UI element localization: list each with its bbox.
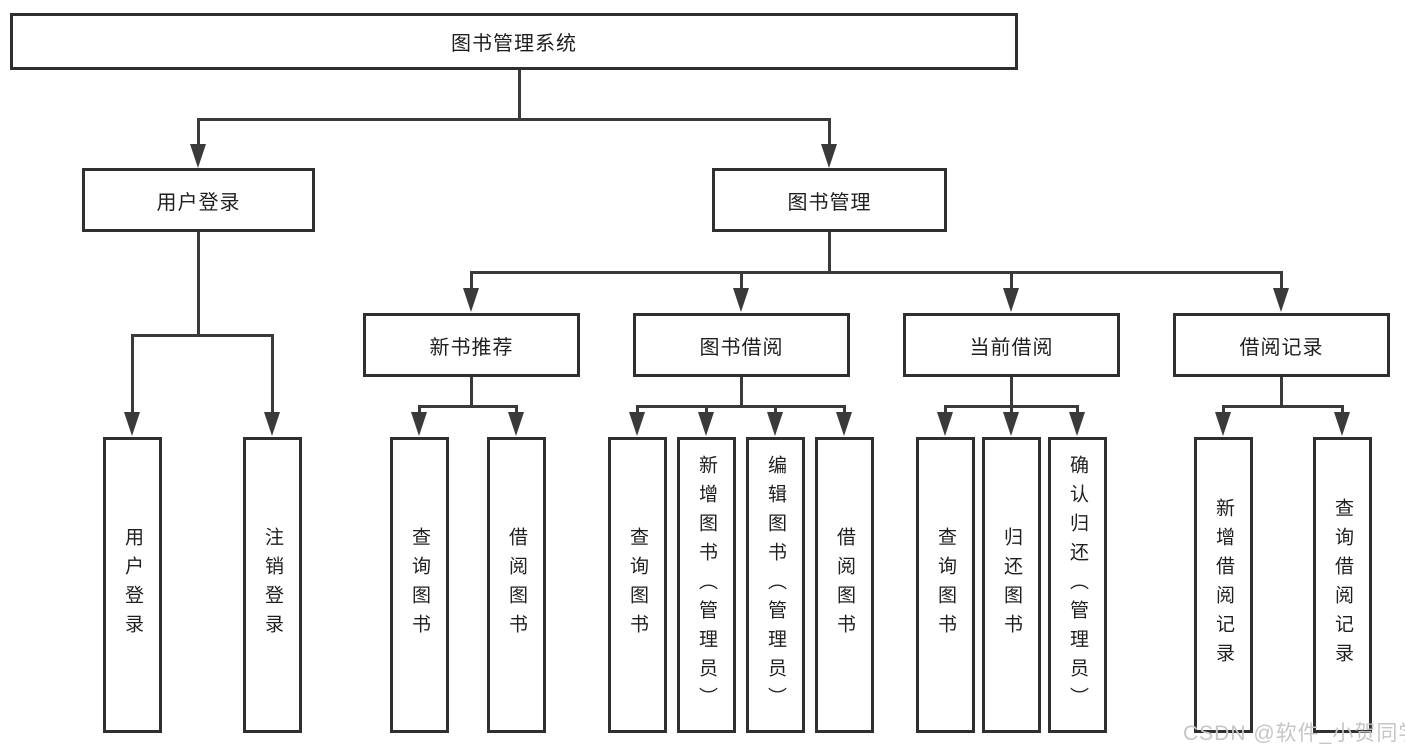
leaf-label: 借阅图书	[506, 527, 527, 643]
leaf-label: 确认归还（管理员）	[1067, 454, 1088, 716]
arrow-down-icon	[124, 412, 140, 436]
connector-line	[636, 405, 846, 408]
node-book-borrowing: 图书借阅	[633, 313, 850, 377]
connector-line	[774, 405, 777, 414]
arrow-down-icon	[264, 412, 280, 436]
connector-line	[828, 118, 831, 148]
connector-line	[1076, 405, 1079, 414]
arrow-down-icon	[733, 288, 749, 312]
leaf-query-books-recommend: 查询图书	[390, 437, 449, 733]
node-label: 图书借阅	[699, 336, 784, 359]
arrow-down-icon	[937, 412, 953, 436]
leaf-label: 归还图书	[1001, 527, 1022, 643]
connector-line	[705, 405, 708, 414]
connector-line	[1222, 405, 1225, 414]
node-label: 当前借阅	[969, 336, 1054, 359]
arrow-down-icon	[836, 412, 852, 436]
arrow-down-icon	[1334, 412, 1350, 436]
leaf-label: 查询借阅记录	[1332, 498, 1353, 672]
csdn-watermark: CSDN @软件_小贺同学	[1183, 722, 1405, 745]
connector-line	[197, 232, 200, 336]
leaf-return-books: 归还图书	[982, 437, 1041, 733]
arrow-down-icon	[1003, 412, 1019, 436]
leaf-confirm-return-admin: 确认归还（管理员）	[1048, 437, 1107, 733]
node-label: 新书推荐	[429, 336, 514, 359]
arrow-down-icon	[1273, 288, 1289, 312]
arrow-down-icon	[1215, 412, 1231, 436]
node-label: 借阅记录	[1239, 336, 1324, 359]
leaf-label: 查询图书	[409, 527, 430, 643]
leaf-label: 查询图书	[627, 527, 648, 643]
node-current-borrowing: 当前借阅	[903, 313, 1120, 377]
connector-line	[470, 377, 473, 407]
connector-line	[271, 334, 274, 414]
connector-line	[1010, 377, 1013, 407]
leaf-query-books-current: 查询图书	[916, 437, 975, 733]
arrow-down-icon	[411, 412, 427, 436]
leaf-label: 编辑图书（管理员）	[765, 454, 786, 716]
arrow-down-icon	[1069, 412, 1085, 436]
node-new-book-recommend: 新书推荐	[363, 313, 580, 377]
connector-line	[470, 271, 473, 293]
leaf-borrow-books-recommend: 借阅图书	[487, 437, 546, 733]
leaf-label: 借阅图书	[834, 527, 855, 643]
connector-line	[1010, 405, 1013, 414]
connector-line	[518, 70, 521, 120]
leaf-label: 查询图书	[935, 527, 956, 643]
connector-line	[1010, 271, 1013, 293]
leaf-borrow-books: 借阅图书	[815, 437, 874, 733]
connector-line	[1280, 271, 1283, 293]
arrow-down-icon	[698, 412, 714, 436]
leaf-add-borrow-record: 新增借阅记录	[1194, 437, 1253, 733]
connector-line	[1341, 405, 1344, 414]
connector-line	[944, 405, 947, 414]
node-label: 图书管理系统	[451, 33, 577, 55]
connector-line	[418, 405, 518, 408]
connector-line	[197, 118, 200, 148]
leaf-query-borrow-record: 查询借阅记录	[1313, 437, 1372, 733]
leaf-label: 用户登录	[122, 527, 143, 643]
connector-line	[740, 377, 743, 407]
leaf-edit-books-admin: 编辑图书（管理员）	[746, 437, 805, 733]
connector-line	[1222, 405, 1343, 408]
connector-line	[131, 334, 274, 337]
leaf-logout: 注销登录	[243, 437, 302, 733]
arrow-down-icon	[1003, 288, 1019, 312]
node-user-login: 用户登录	[82, 168, 315, 232]
arrow-down-icon	[821, 144, 837, 168]
connector-line	[197, 118, 831, 121]
connector-line	[470, 271, 1283, 274]
node-borrowing-records: 借阅记录	[1173, 313, 1390, 377]
connector-line	[131, 334, 134, 414]
leaf-label: 新增借阅记录	[1213, 498, 1234, 672]
connector-line	[828, 232, 831, 274]
arrow-down-icon	[629, 412, 645, 436]
connector-line	[1280, 377, 1283, 407]
leaf-add-books-admin: 新增图书（管理员）	[677, 437, 736, 733]
leaf-label: 注销登录	[262, 527, 283, 643]
connector-line	[843, 405, 846, 414]
arrow-down-icon	[508, 412, 524, 436]
connector-line	[636, 405, 639, 414]
leaf-query-books-borrowing: 查询图书	[608, 437, 667, 733]
node-label: 图书管理	[787, 191, 872, 214]
leaf-user-login: 用户登录	[103, 437, 162, 733]
node-library-system: 图书管理系统	[10, 13, 1018, 70]
connector-line	[515, 405, 518, 414]
node-book-management: 图书管理	[712, 168, 947, 232]
arrow-down-icon	[463, 288, 479, 312]
arrow-down-icon	[767, 412, 783, 436]
connector-line	[418, 405, 421, 414]
arrow-down-icon	[190, 144, 206, 168]
node-label: 用户登录	[156, 191, 241, 214]
leaf-label: 新增图书（管理员）	[696, 454, 717, 716]
connector-line	[740, 271, 743, 293]
